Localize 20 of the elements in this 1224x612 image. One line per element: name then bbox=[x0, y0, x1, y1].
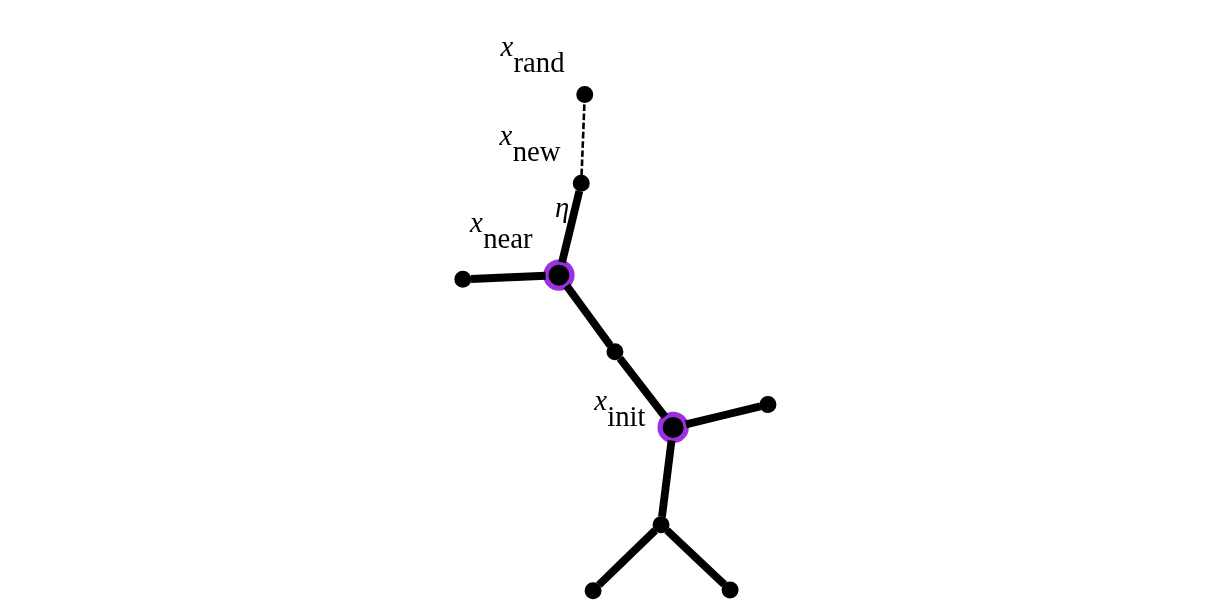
connector bbox=[663, 527, 727, 588]
connector bbox=[470, 271, 546, 283]
node-circle bbox=[542, 259, 575, 291]
connector bbox=[557, 190, 583, 264]
connector bbox=[595, 527, 658, 588]
connector bbox=[579, 102, 586, 176]
edge-label: η bbox=[554, 191, 569, 224]
node-circle bbox=[657, 411, 689, 444]
connector bbox=[657, 440, 675, 518]
node-circle bbox=[584, 582, 602, 600]
node-circle bbox=[572, 174, 590, 192]
connector bbox=[616, 355, 668, 420]
connector bbox=[563, 283, 613, 348]
node-circle bbox=[575, 86, 593, 103]
node-circle bbox=[453, 270, 471, 288]
node-circle bbox=[758, 396, 776, 414]
node-circle bbox=[721, 581, 739, 599]
node-circle bbox=[652, 516, 669, 534]
connector bbox=[684, 402, 761, 429]
node-circle bbox=[605, 343, 623, 361]
